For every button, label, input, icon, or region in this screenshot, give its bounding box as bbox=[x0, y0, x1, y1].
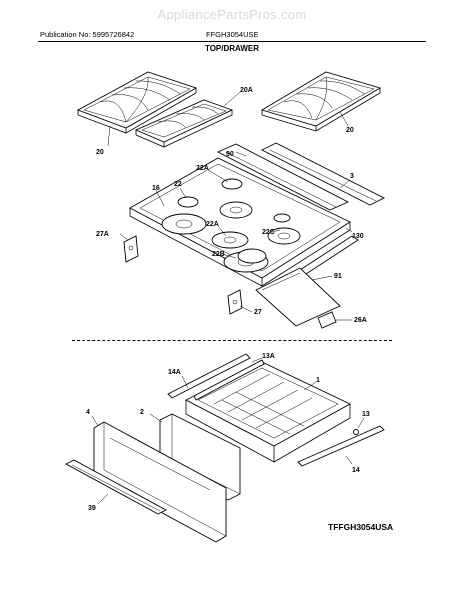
callout-22c: 22C bbox=[262, 229, 275, 236]
callout-39: 39 bbox=[88, 505, 96, 512]
rear-trim-strips bbox=[216, 142, 385, 211]
drawer-right-rail bbox=[297, 425, 385, 467]
top-callout-leaders bbox=[107, 91, 353, 321]
drawer-handle-trim bbox=[65, 459, 167, 515]
lower-shield-panel bbox=[255, 267, 341, 329]
publication-number: Publication No: 5995726842 bbox=[40, 30, 135, 39]
callout-130: 130 bbox=[352, 233, 364, 240]
left-bracket bbox=[123, 235, 139, 263]
callout-22b: 22B bbox=[212, 251, 225, 258]
model-number: FFGH3054USE bbox=[206, 30, 259, 39]
callout-14: 14 bbox=[352, 467, 360, 474]
callout-13: 13 bbox=[362, 411, 370, 418]
callout-91: 91 bbox=[334, 273, 342, 280]
callout-20a: 20A bbox=[240, 87, 253, 94]
callout-4: 4 bbox=[86, 409, 90, 416]
lower-bracket bbox=[227, 289, 243, 315]
callout-2: 2 bbox=[140, 409, 144, 416]
diagram-code: TFFGH3054USA bbox=[328, 522, 394, 532]
site-watermark: AppliancePartsPros.com bbox=[157, 7, 307, 22]
callout-16: 16 bbox=[152, 185, 160, 192]
drawer-callout-leaders bbox=[91, 357, 365, 505]
drawer-left-rail bbox=[167, 353, 265, 401]
callout-3: 3 bbox=[350, 173, 354, 180]
callout-20-left: 20 bbox=[96, 149, 104, 156]
callout-22a-top: 22A bbox=[196, 165, 209, 172]
section-divider bbox=[72, 340, 392, 341]
center-burner-grate bbox=[134, 99, 234, 148]
callout-90: 90 bbox=[226, 151, 234, 158]
callout-27a: 27A bbox=[96, 231, 109, 238]
left-burner-grate bbox=[76, 71, 198, 134]
main-cooktop bbox=[129, 157, 351, 287]
callout-1: 1 bbox=[316, 377, 320, 384]
callout-14a: 14A bbox=[168, 369, 181, 376]
header-rule bbox=[38, 41, 426, 42]
callout-26a: 26A bbox=[354, 317, 367, 324]
callout-27: 27 bbox=[254, 309, 262, 316]
right-burner-grate bbox=[260, 71, 382, 132]
section-title: TOP/DRAWER bbox=[204, 44, 260, 53]
callout-20-right: 20 bbox=[346, 127, 354, 134]
callout-22a-mid: 22A bbox=[206, 221, 219, 228]
callout-13a: 13A bbox=[262, 353, 275, 360]
callout-22: 22 bbox=[174, 181, 182, 188]
